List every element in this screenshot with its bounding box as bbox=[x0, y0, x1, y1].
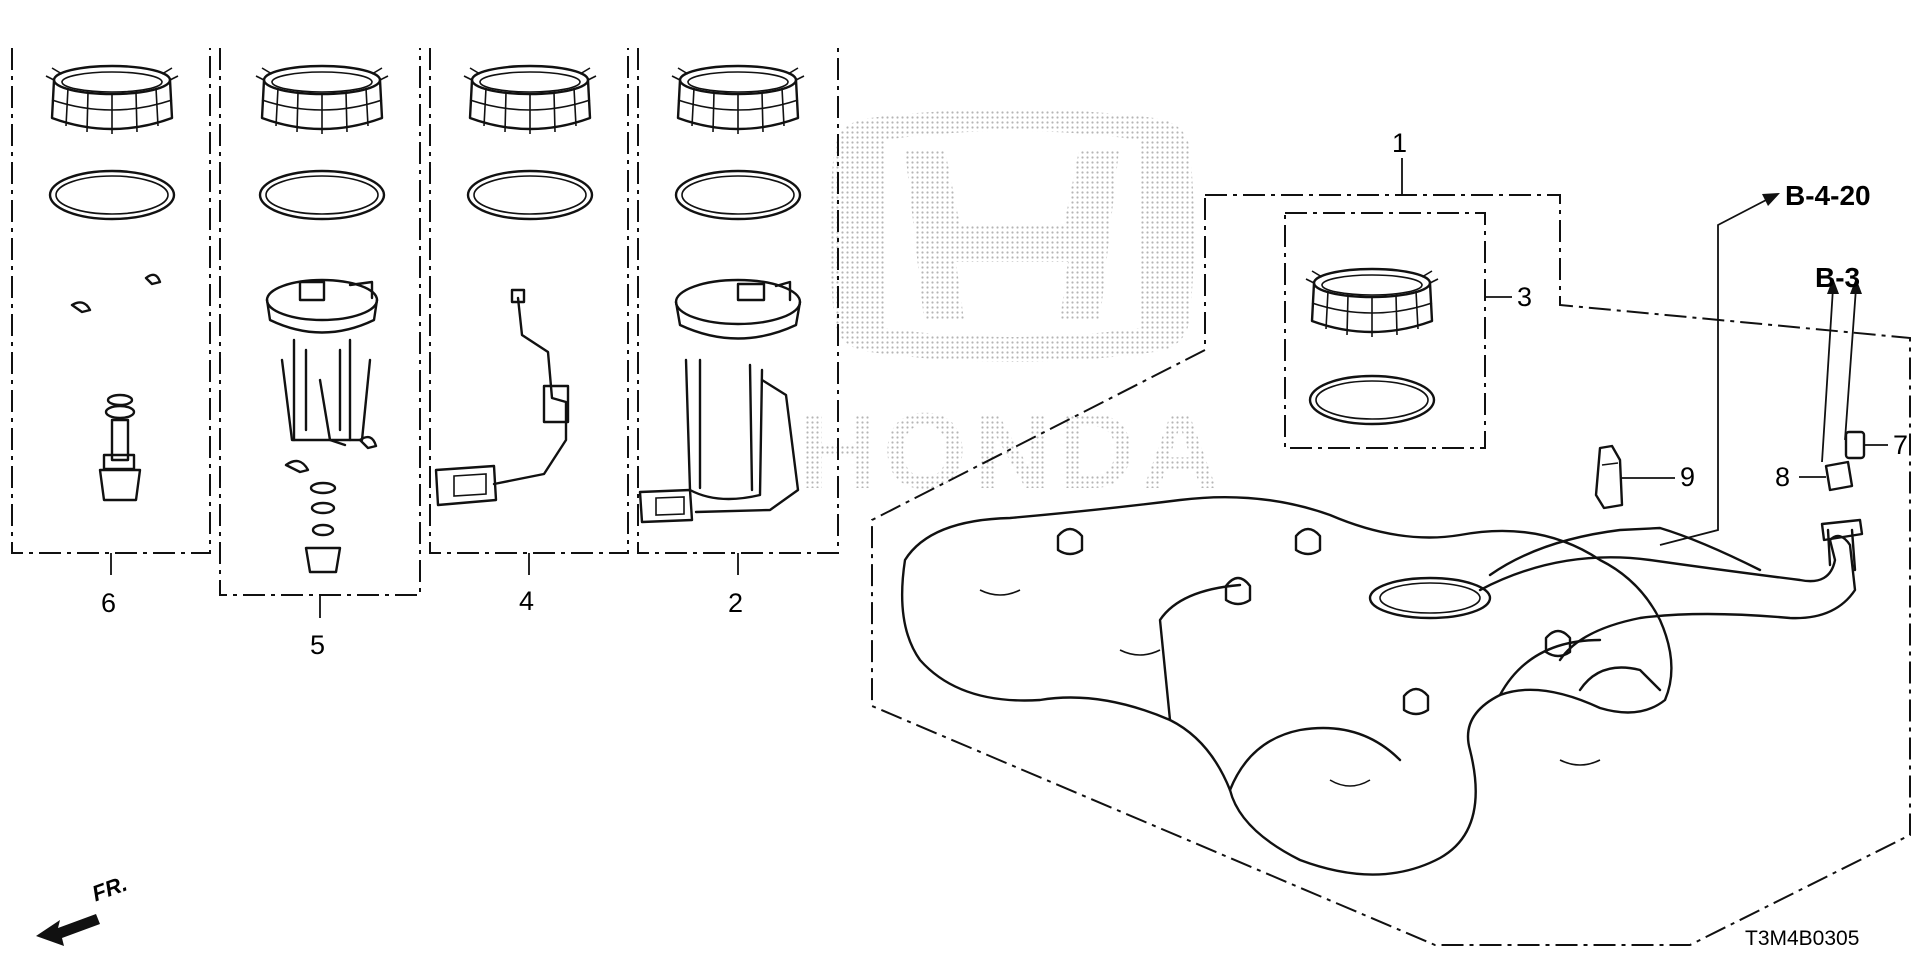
o-ring-col2 bbox=[674, 169, 802, 221]
group-box-4 bbox=[429, 48, 629, 575]
group-box-5 bbox=[219, 48, 421, 618]
o-ring-group3 bbox=[1308, 374, 1436, 426]
cap-7 bbox=[1844, 430, 1888, 460]
callout-4: 4 bbox=[519, 586, 535, 616]
reference-label-b-4-20[interactable]: B-4-20 bbox=[1785, 180, 1871, 211]
fuel-pump-assembly bbox=[638, 278, 802, 524]
fuel-tank bbox=[900, 495, 1864, 876]
diagram-code: T3M4B0305 bbox=[1745, 927, 1860, 950]
callout-5: 5 bbox=[310, 630, 326, 660]
front-direction-arrow-icon bbox=[36, 914, 100, 946]
cap-8 bbox=[1799, 460, 1854, 492]
reference-arrow-b-4-20 bbox=[1659, 193, 1780, 546]
o-ring-col6 bbox=[48, 169, 176, 221]
group-box-1 bbox=[871, 158, 1911, 946]
clip-9 bbox=[1594, 444, 1675, 510]
lock-ring-col2 bbox=[670, 64, 806, 136]
callout-2: 2 bbox=[728, 588, 744, 618]
lock-ring-col6 bbox=[44, 64, 180, 136]
honda-watermark-text: HONDA bbox=[799, 390, 1225, 511]
fuel-filter-parts bbox=[70, 273, 162, 502]
o-ring-col4 bbox=[466, 169, 594, 221]
honda-watermark: HONDA bbox=[799, 109, 1225, 511]
callout-9: 9 bbox=[1680, 462, 1696, 492]
group-box-6 bbox=[11, 48, 211, 575]
group-box-2 bbox=[637, 48, 839, 575]
fuel-level-sensor bbox=[434, 288, 570, 507]
fuel-pump-module bbox=[265, 278, 379, 574]
reference-label-b-3[interactable]: B-3 bbox=[1815, 262, 1861, 293]
callout-3: 3 bbox=[1517, 282, 1533, 312]
lock-ring-col5 bbox=[254, 64, 390, 136]
lock-ring-col4 bbox=[462, 64, 598, 136]
lock-ring-group3 bbox=[1304, 267, 1440, 339]
callout-8: 8 bbox=[1775, 462, 1791, 492]
callout-7: 7 bbox=[1893, 430, 1909, 460]
o-ring-col5 bbox=[258, 169, 386, 221]
group-box-3 bbox=[1284, 212, 1512, 449]
callout-1: 1 bbox=[1392, 128, 1408, 158]
callout-6: 6 bbox=[101, 588, 117, 618]
reference-arrows-b-3 bbox=[1821, 278, 1862, 463]
